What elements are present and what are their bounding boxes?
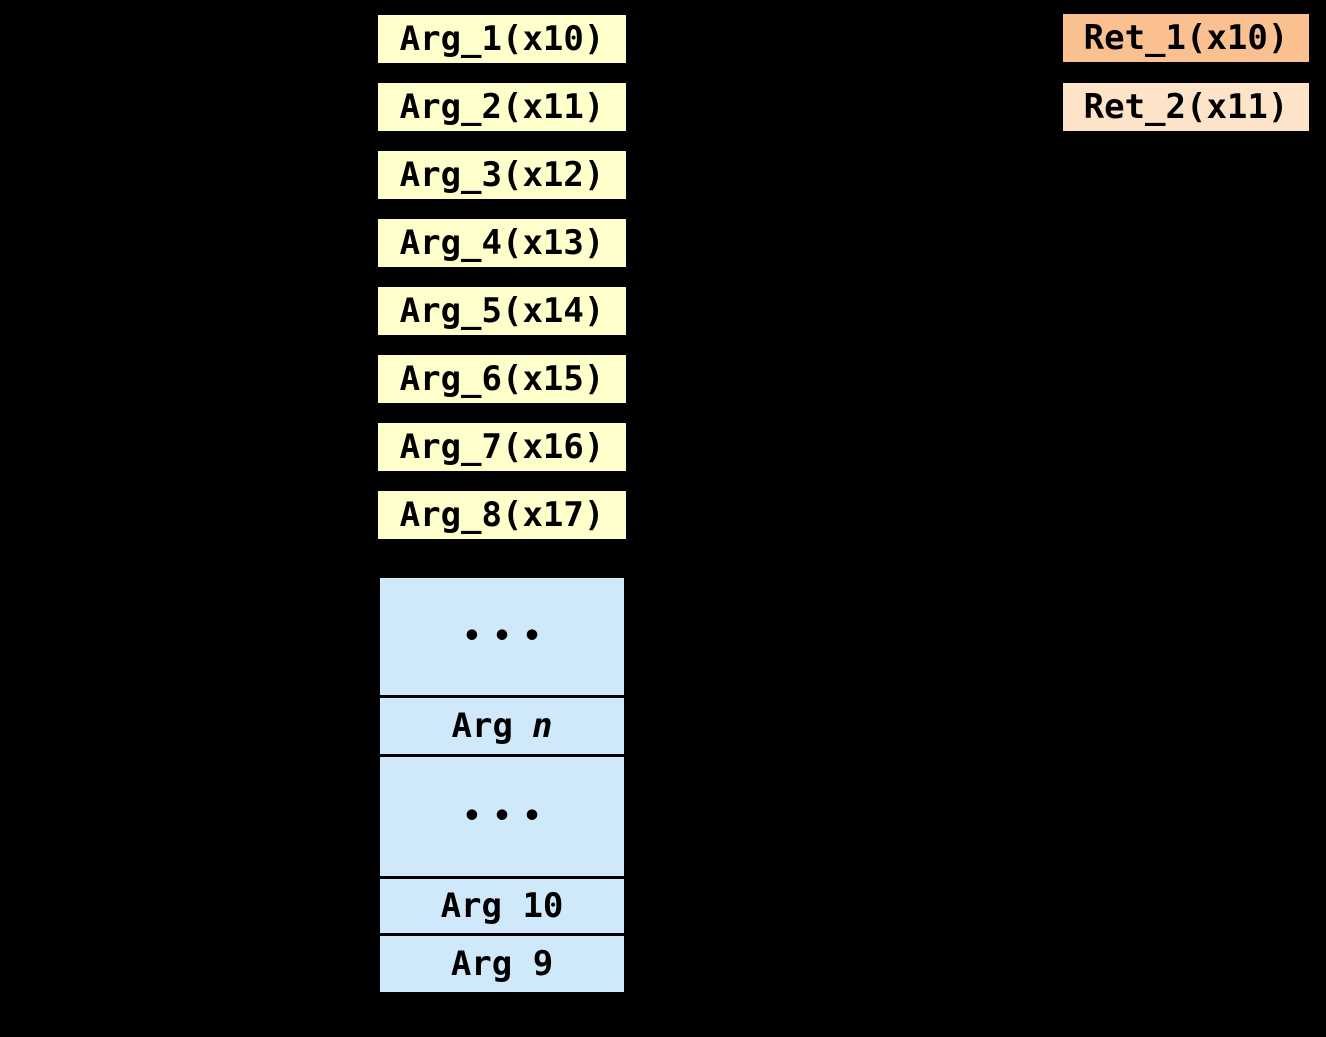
arg-register-box-3: Arg_3(x12) — [378, 151, 626, 199]
stack-cell-arg-10: Arg 10 — [380, 876, 624, 933]
arg-register-box-6: Arg_6(x15) — [378, 355, 626, 403]
arg-register-box-7: Arg_7(x16) — [378, 423, 626, 471]
arg-n-variable: n — [531, 706, 553, 746]
arg-register-box-5: Arg_5(x14) — [378, 287, 626, 335]
ret-register-box-1: Ret_1(x10) — [1063, 14, 1309, 62]
arg-register-box-4: Arg_4(x13) — [378, 219, 626, 267]
stack-cell-arg-9: Arg 9 — [380, 933, 624, 992]
ret-register-box-2: Ret_2(x11) — [1063, 83, 1309, 131]
stack-cell-ellipsis-bottom: ••• — [380, 754, 624, 876]
arg-n-label: Arg n — [452, 706, 553, 746]
arg-n-prefix: Arg — [451, 706, 513, 746]
stack-column: ••• Arg n ••• Arg 10 Arg 9 — [377, 575, 627, 995]
ellipsis-dots: ••• — [462, 619, 554, 654]
arg-register-box-2: Arg_2(x11) — [378, 83, 626, 131]
stack-cell-ellipsis-top: ••• — [380, 578, 624, 695]
stack-cell-arg-n: Arg n — [380, 695, 624, 754]
ellipsis-dots: ••• — [462, 799, 554, 834]
arg-register-box-8: Arg_8(x17) — [378, 491, 626, 539]
arg-register-box-1: Arg_1(x10) — [378, 15, 626, 63]
